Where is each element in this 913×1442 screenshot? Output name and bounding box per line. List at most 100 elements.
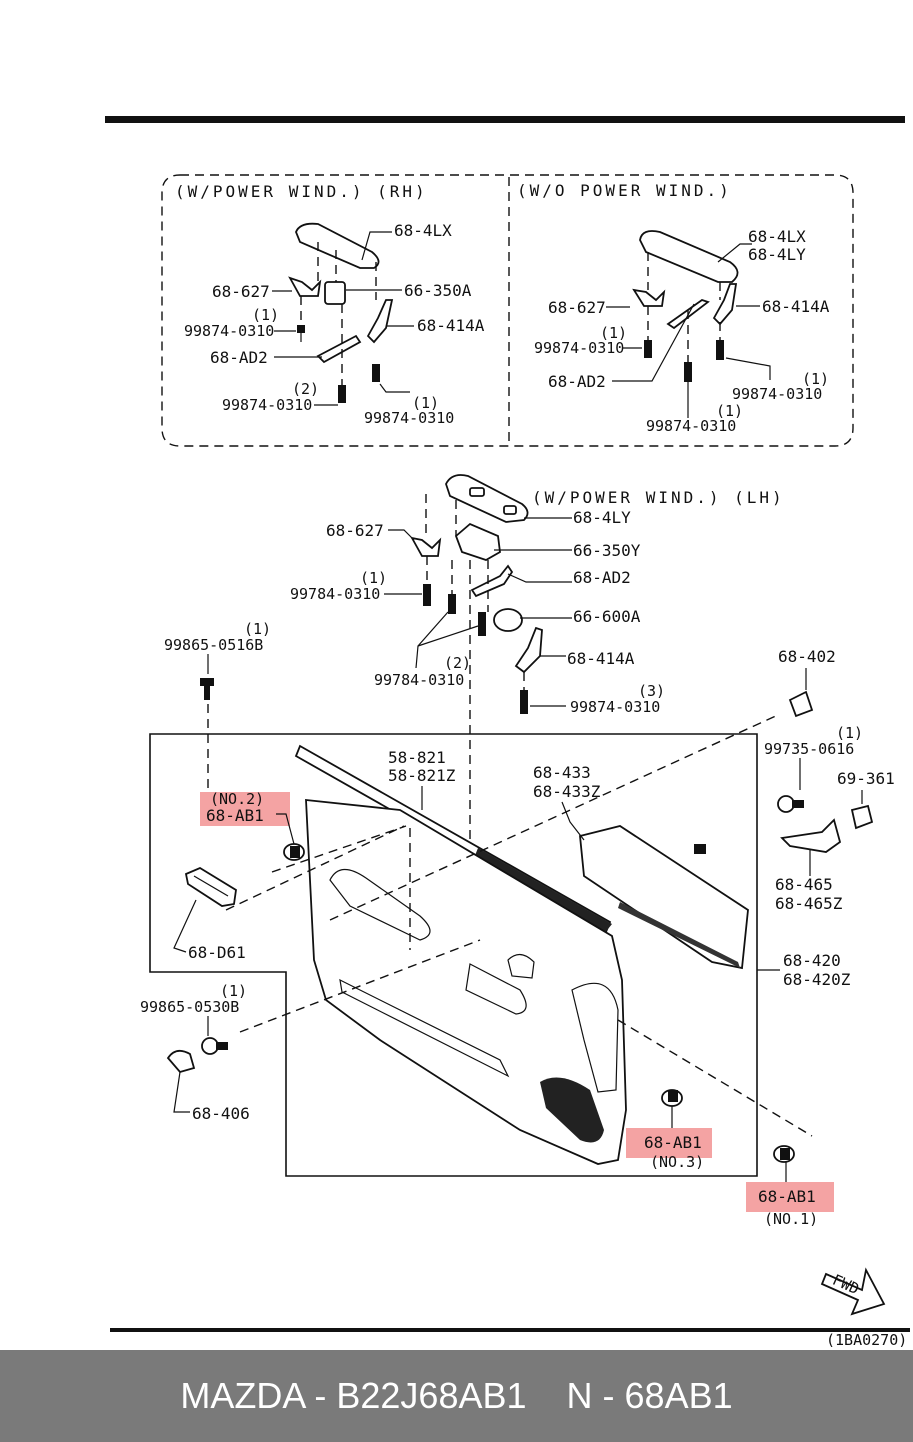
fwd-arrow-icon: FWD xyxy=(820,1267,886,1316)
p361-label: 69-361 xyxy=(837,769,895,788)
trim-boundary xyxy=(149,733,758,1177)
main-screw1-qty: (1) xyxy=(244,620,271,638)
parts-diagram: (W/POWER WIND.) (RH) (W/O POWER WIND.) 6… xyxy=(105,116,910,1349)
screw3-qty: (1) xyxy=(836,724,863,742)
wo-bracket-627 xyxy=(632,288,666,307)
lh-label-0310-c: 99874-0310 xyxy=(570,698,660,716)
lh-label-350y: 66-350Y xyxy=(573,541,641,560)
main-screw1 xyxy=(200,678,214,700)
rh-label-414a: 68-414A xyxy=(417,316,485,335)
pocket-label-b: 68-433Z xyxy=(533,782,601,801)
rh-switch-panel xyxy=(295,222,380,269)
part-361 xyxy=(850,804,874,830)
rh-screw-3 xyxy=(372,364,380,382)
wo-screw-3 xyxy=(716,340,724,360)
pocket-label-a: 68-433 xyxy=(533,763,591,782)
wo-label-414a: 68-414A xyxy=(762,297,830,316)
wo-label-ad2: 68-AD2 xyxy=(548,372,606,391)
cap-label: 68-406 xyxy=(192,1104,250,1123)
rh-bracket-414 xyxy=(366,299,394,344)
map-pocket xyxy=(579,825,749,970)
inset-box xyxy=(161,174,854,447)
rh-label-0310-c: 99874-0310 xyxy=(364,409,454,427)
wo-label-4lx: 68-4LX xyxy=(748,227,806,246)
rh-qty-2: (2) xyxy=(292,380,319,398)
pocket-screw xyxy=(694,844,706,854)
cap-406 xyxy=(166,1049,196,1074)
weatherstrip-label-b: 58-821Z xyxy=(388,766,456,785)
clip3 xyxy=(661,1089,683,1107)
clip3-label: 68-AB1 xyxy=(644,1133,702,1152)
lh-header: (W/POWER WIND.) (LH) xyxy=(532,488,785,507)
wo-label-0310-a: 99874-0310 xyxy=(534,339,624,357)
screw2-label: 99865-0530B xyxy=(140,998,239,1016)
bracket-label-b: 68-465Z xyxy=(775,894,843,913)
rh-label-627: 68-627 xyxy=(212,282,270,301)
footer-ref: N - 68AB1 xyxy=(566,1375,733,1416)
bracket-465 xyxy=(780,818,842,853)
lh-switch-600a xyxy=(493,608,523,632)
clip3-note: (NO.3) xyxy=(650,1153,704,1171)
handle-label: 68-D61 xyxy=(188,943,246,962)
lh-label-0310-b: 99784-0310 xyxy=(374,671,464,689)
wo-screw-1 xyxy=(644,340,652,358)
trim-label-b: 68-420Z xyxy=(783,970,851,989)
rh-label-4lx: 68-4LX xyxy=(394,221,452,240)
trim-panel xyxy=(305,798,627,1165)
lh-switch-panel xyxy=(445,474,529,523)
wo-screw-2 xyxy=(684,362,692,382)
trim-label-a: 68-420 xyxy=(783,951,841,970)
screw3-label: 99735-0616 xyxy=(764,740,854,758)
clip402 xyxy=(788,690,814,718)
wo-label-0310-c: 99874-0310 xyxy=(646,417,736,435)
lh-qty-2: (2) xyxy=(444,654,471,672)
top-rule xyxy=(105,116,905,123)
wo-label-0310-b: 99874-0310 xyxy=(732,385,822,403)
lh-label-ad2: 68-AD2 xyxy=(573,568,631,587)
clip1 xyxy=(773,1145,795,1163)
clip2-highlight xyxy=(200,792,290,826)
clip1-label: 68-AB1 xyxy=(758,1187,816,1206)
rh-label-350a: 66-350A xyxy=(404,281,472,300)
bottom-rule xyxy=(110,1328,910,1332)
rh-label-ad2: 68-AD2 xyxy=(210,348,268,367)
clip1-note: (NO.1) xyxy=(764,1210,818,1228)
part-footer: MAZDA - B22J68AB1 N - 68AB1 xyxy=(0,1350,913,1442)
lh-label-414a: 68-414A xyxy=(567,649,635,668)
lh-label-4ly: 68-4LY xyxy=(573,508,631,527)
rh-bracket-ad2 xyxy=(316,334,362,364)
lh-label-0310-a: 99784-0310 xyxy=(290,585,380,603)
rh-header: (W/POWER WIND.) (RH) xyxy=(175,182,428,201)
main-screw1-label: 99865-0516B xyxy=(164,636,263,654)
lh-label-627: 68-627 xyxy=(326,521,384,540)
lh-qty-1: (1) xyxy=(360,569,387,587)
rh-qty-1: (1) xyxy=(252,306,279,324)
clip2 xyxy=(283,843,305,861)
screw3 xyxy=(777,795,804,813)
rh-qty-3: (1) xyxy=(412,394,439,412)
wo-header: (W/O POWER WIND.) xyxy=(517,181,732,200)
clip2-note: (NO.2) xyxy=(210,790,264,808)
rh-bracket-627 xyxy=(288,276,322,297)
lh-bracket-ad2 xyxy=(470,564,514,598)
wo-qty-1: (1) xyxy=(600,324,627,342)
lh-qty-3: (3) xyxy=(638,682,665,700)
speaker-grille xyxy=(540,1077,604,1143)
lh-bracket-627 xyxy=(410,536,442,557)
clip402-label: 68-402 xyxy=(778,647,836,666)
rh-screw-2 xyxy=(338,385,346,403)
screw2-qty: (1) xyxy=(220,982,247,1000)
clip2-label: 68-AB1 xyxy=(206,806,264,825)
clip3-highlight xyxy=(626,1128,712,1158)
wo-label-627: 68-627 xyxy=(548,298,606,317)
lh-label-600a: 66-600A xyxy=(573,607,641,626)
diagram-code: (1BA0270) xyxy=(826,1331,907,1349)
wo-parts xyxy=(606,230,771,418)
weatherstrip-label-a: 58-821 xyxy=(388,748,446,767)
lh-screw-2 xyxy=(448,594,456,614)
footer-brand-part: MAZDA - B22J68AB1 xyxy=(180,1375,527,1416)
lh-screw-1 xyxy=(423,584,431,606)
wo-bracket-414 xyxy=(712,283,738,326)
wo-armrest xyxy=(639,230,739,283)
rh-label-0310-a: 99874-0310 xyxy=(184,322,274,340)
